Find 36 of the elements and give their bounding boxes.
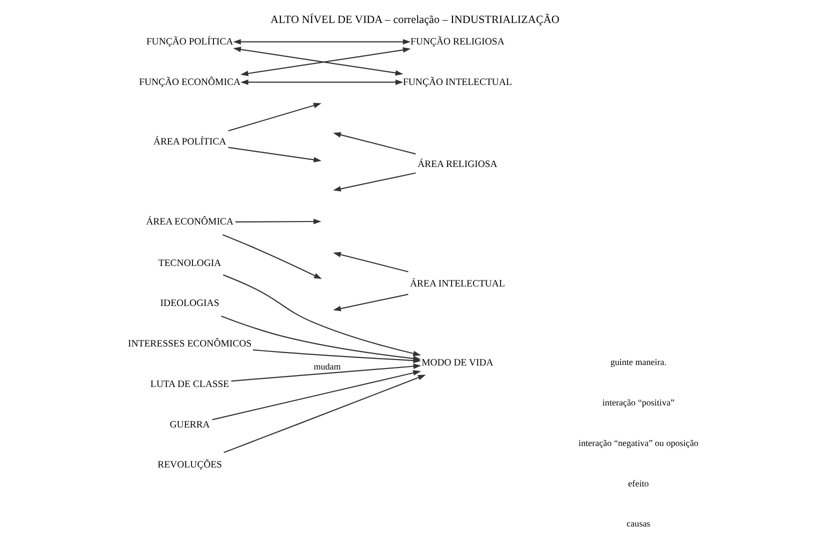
- arrow: [223, 274, 422, 356]
- node-text: REVOLUÇÕES: [158, 460, 222, 471]
- node-text: INTERESSES ECONÔMICOS: [128, 338, 252, 350]
- label: causas: [626, 518, 650, 529]
- label: guinte maneira.: [610, 357, 667, 368]
- node-text: ÁREA POLÍTICA: [153, 136, 226, 148]
- node-text: IDEOLOGIAS: [160, 298, 220, 310]
- node-text: TECNOLOGIA: [158, 258, 222, 269]
- node-text: ÁREA RELIGIOSA: [418, 158, 498, 170]
- label: interação “positiva”: [602, 398, 675, 408]
- arrow: [224, 374, 426, 453]
- node-text: MODO DE VIDA: [422, 357, 494, 368]
- node-text: FUNÇÃO RELIGIOSA: [410, 36, 504, 48]
- node-text: FUNÇÃO ECONÔMICA: [139, 76, 240, 88]
- node-text: ÁREA ECONÔMICA: [146, 216, 234, 228]
- arrow: [228, 146, 322, 162]
- arrow: [233, 39, 411, 45]
- arrow: [333, 252, 408, 272]
- node-text: GUERRA: [170, 419, 210, 430]
- label: interação “negativa” ou oposição: [578, 438, 698, 448]
- diagram-title: ALTO NÍVEL DE VIDA – correlação – INDUSTRIALIZAÇÃO: [270, 14, 560, 26]
- arrow: [240, 79, 404, 85]
- label: efeito: [628, 478, 649, 488]
- arrow: [231, 364, 422, 382]
- edge-label: mudam: [314, 361, 341, 372]
- arrow: [235, 218, 322, 224]
- arrow: [228, 102, 322, 132]
- node-text: ÁREA INTELECTUAL: [410, 278, 505, 290]
- node-text: FUNÇÃO INTELECTUAL: [402, 76, 512, 88]
- arrow: [333, 132, 416, 154]
- node-text: LUTA DE CLASSE: [150, 378, 230, 390]
- arrow: [222, 234, 322, 279]
- node-text: FUNÇÃO POLÍTICA: [146, 36, 234, 48]
- arrow: [333, 294, 408, 312]
- arrow: [333, 172, 416, 192]
- arrow: [212, 370, 421, 420]
